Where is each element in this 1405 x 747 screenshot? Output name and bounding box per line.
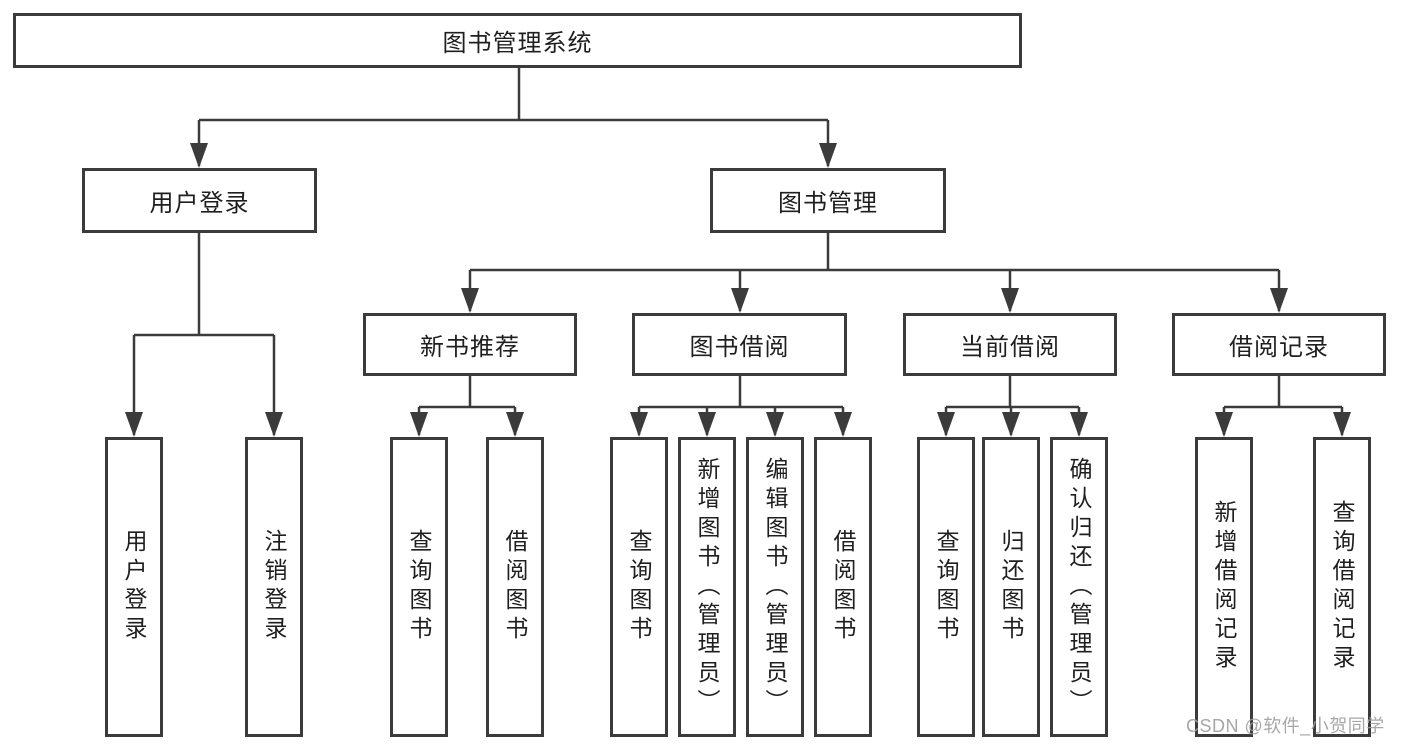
arrowhead-icon	[190, 143, 208, 168]
arrowhead-icon	[731, 288, 749, 313]
leaf-user-login: 用户登录	[105, 437, 163, 737]
arrowhead-icon	[1002, 412, 1020, 437]
leaf-query-borrow-record: 查询借阅记录	[1313, 437, 1371, 737]
leaf-logout: 注销登录	[245, 437, 303, 737]
connector-borrow-record-to-leaves	[1222, 376, 1344, 435]
node-library-system: 图书管理系统	[13, 13, 1022, 68]
arrowhead-icon	[819, 143, 837, 168]
connector-root-to-level2	[197, 68, 830, 166]
arrowhead-icon	[1215, 412, 1233, 437]
node-book-management: 图书管理	[710, 168, 946, 233]
arrowhead-icon	[265, 412, 283, 437]
arrowhead-icon	[1270, 288, 1288, 313]
node-user-login: 用户登录	[82, 168, 317, 233]
leaf-return-books: 归还图书	[982, 437, 1040, 737]
arrowhead-icon	[937, 412, 955, 437]
connector-book-mgmt-to-level3	[468, 233, 1281, 311]
leaf-borrow-books-1: 借阅图书	[486, 437, 544, 737]
arrowhead-icon	[766, 412, 784, 437]
arrowhead-icon	[1333, 412, 1351, 437]
csdn-watermark: CSDN @软件_小贺同学	[1186, 716, 1385, 736]
arrowhead-icon	[1001, 288, 1019, 313]
node-book-borrowing: 图书借阅	[632, 313, 847, 376]
leaf-add-borrow-record: 新增借阅记录	[1195, 437, 1253, 737]
arrowhead-icon	[630, 412, 648, 437]
arrowhead-icon	[461, 288, 479, 313]
leaf-query-books-3: 查询图书	[917, 437, 975, 737]
arrowhead-icon	[698, 412, 716, 437]
arrowhead-icon	[834, 412, 852, 437]
leaf-query-books-1: 查询图书	[390, 437, 448, 737]
connector-book-borrow-to-leaves	[637, 376, 845, 435]
leaf-confirm-return-admin: 确认归还（管理员）	[1050, 437, 1108, 737]
leaf-edit-books-admin: 编辑图书（管理员）	[746, 437, 804, 737]
arrowhead-icon	[506, 412, 524, 437]
arrowhead-icon	[125, 412, 143, 437]
connector-user-login-to-leaves	[132, 233, 276, 435]
arrowheads	[125, 143, 1351, 437]
leaf-query-books-2: 查询图书	[610, 437, 668, 737]
node-borrowing-records: 借阅记录	[1172, 313, 1386, 376]
leaf-add-books-admin: 新增图书（管理员）	[678, 437, 736, 737]
connector-new-book-rec-to-leaves	[417, 376, 517, 435]
leaf-borrow-books-2: 借阅图书	[814, 437, 872, 737]
node-current-borrowing: 当前借阅	[903, 313, 1117, 376]
arrowhead-icon	[410, 412, 428, 437]
node-new-book-recommend: 新书推荐	[363, 313, 577, 376]
arrowhead-icon	[1070, 412, 1088, 437]
